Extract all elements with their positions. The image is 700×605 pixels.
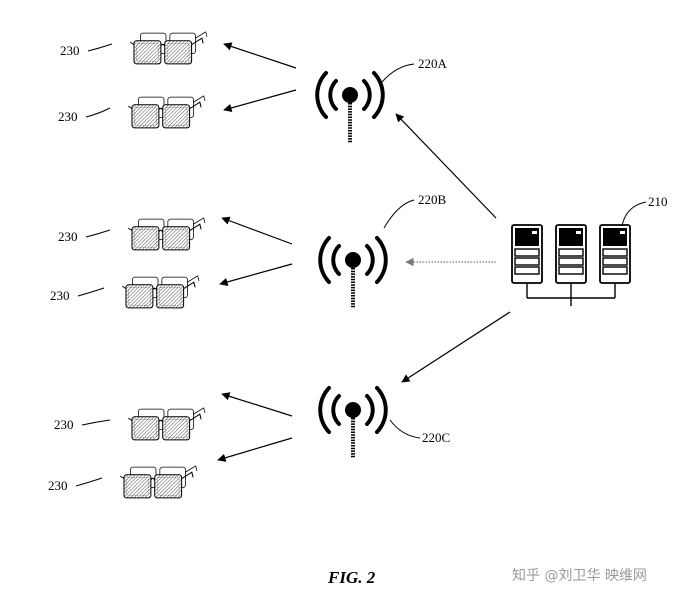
leader-line bbox=[381, 63, 415, 83]
leader-line bbox=[87, 43, 113, 52]
smart-glasses-icon bbox=[129, 31, 208, 65]
glasses-device-1 bbox=[129, 31, 208, 65]
smart-glasses-icon bbox=[127, 217, 206, 251]
base-station-220b bbox=[318, 236, 388, 310]
base-station-220a bbox=[315, 71, 385, 145]
antenna-icon bbox=[318, 236, 388, 310]
glasses-device-4 bbox=[121, 275, 200, 309]
glasses-label: 230 bbox=[48, 478, 68, 493]
server-rack-icon bbox=[555, 224, 587, 284]
station-label-220b: 220B bbox=[418, 192, 447, 207]
smart-glasses-icon bbox=[127, 407, 206, 441]
leader-line bbox=[389, 419, 421, 439]
figure-caption: FIG. 2 bbox=[327, 568, 376, 587]
watermark: 知乎 @刘卫华 映维网 bbox=[512, 567, 647, 584]
leader-line bbox=[81, 419, 111, 426]
base-station-220c bbox=[318, 386, 388, 460]
glasses-label: 230 bbox=[54, 417, 74, 432]
arrow-220a-to-glasses bbox=[223, 89, 297, 113]
server-cluster bbox=[511, 224, 631, 306]
arrow-220b-to-glasses bbox=[219, 263, 293, 287]
arrow-220b-to-glasses bbox=[221, 216, 293, 245]
leader-line bbox=[77, 287, 105, 297]
server-interconnect bbox=[526, 284, 616, 306]
glasses-device-2 bbox=[127, 95, 206, 129]
glasses-label: 230 bbox=[58, 229, 78, 244]
leader-line bbox=[383, 199, 415, 229]
glasses-device-5 bbox=[127, 407, 206, 441]
glasses-label: 230 bbox=[50, 288, 70, 303]
glasses-device-6 bbox=[119, 465, 198, 499]
arrow-server-to-220c bbox=[401, 311, 511, 383]
station-label-220a: 220A bbox=[418, 56, 448, 71]
leader-line bbox=[85, 229, 111, 238]
server-label-210: 210 bbox=[648, 194, 668, 209]
arrow-220a-to-glasses bbox=[223, 42, 297, 69]
arrow-220c-to-glasses bbox=[217, 437, 293, 462]
arrow-server-to-220a bbox=[395, 113, 497, 219]
smart-glasses-icon bbox=[121, 275, 200, 309]
server-rack-icon bbox=[511, 224, 543, 284]
glasses-label: 230 bbox=[60, 43, 80, 58]
leader-line bbox=[621, 201, 647, 227]
arrow-220c-to-glasses bbox=[221, 392, 293, 417]
leader-line bbox=[85, 107, 111, 118]
antenna-icon bbox=[315, 71, 385, 145]
server-rack-icon bbox=[599, 224, 631, 284]
station-label-220c: 220C bbox=[422, 430, 450, 445]
smart-glasses-icon bbox=[119, 465, 198, 499]
smart-glasses-icon bbox=[127, 95, 206, 129]
glasses-label: 230 bbox=[58, 109, 78, 124]
leader-line bbox=[75, 477, 103, 487]
antenna-icon bbox=[318, 386, 388, 460]
glasses-device-3 bbox=[127, 217, 206, 251]
